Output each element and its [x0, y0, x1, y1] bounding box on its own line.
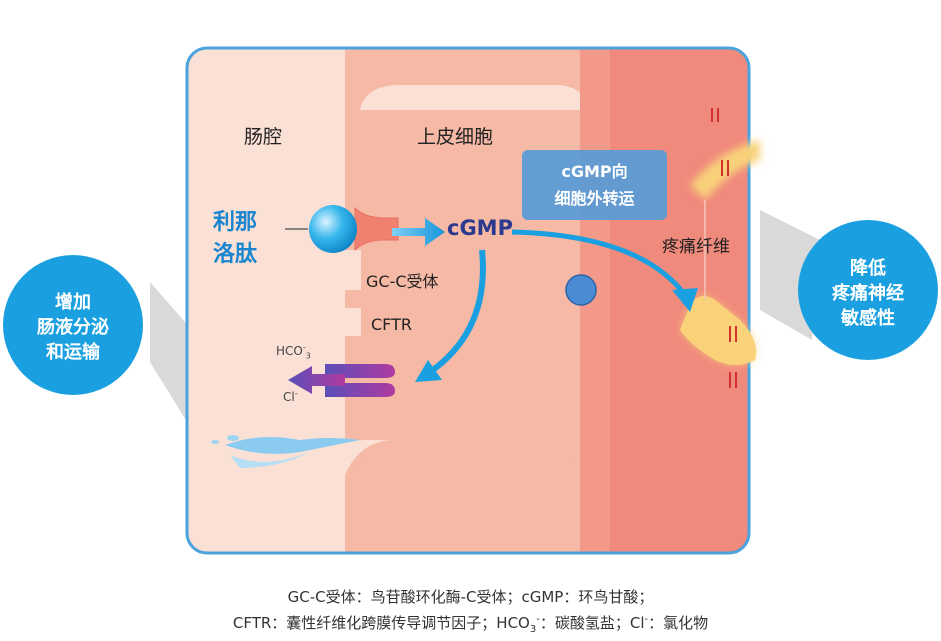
- cftr-label: CFTR: [371, 315, 412, 334]
- caption-line2: CFTR：囊性纤维化跨膜传导调节因子；HCO3-：碳酸氢盐；Cl-：氯化物: [232, 614, 709, 635]
- cl-label: Cl-: [283, 389, 298, 404]
- caption-line1: GC-C受体：鸟苷酸环化酶-C受体；cGMP：环鸟甘酸；: [287, 588, 654, 606]
- effect-right-line2: 疼痛神经: [832, 283, 904, 304]
- panel-background: [187, 48, 749, 553]
- effect-left-line1: 增加: [55, 292, 91, 313]
- panel-frame: [185, 46, 751, 555]
- hco3-label: HCO-3: [276, 343, 311, 361]
- receptor-label: GC-C受体: [366, 272, 439, 291]
- membrane-notch-cftr: [345, 308, 361, 336]
- cftr-channel-bottom: [325, 383, 395, 397]
- cgmp-transporter: [565, 274, 597, 306]
- linaclotide-molecule: [309, 205, 357, 253]
- drug-name-line1: 利那: [213, 210, 258, 235]
- nerve-ticks: [711, 108, 737, 388]
- cgmp-label: cGMP: [447, 216, 513, 240]
- arrow-cgmp-to-cftr: [428, 249, 486, 375]
- region-label-epithelium: 上皮细胞: [417, 126, 494, 148]
- membrane-notch-receptor: [345, 250, 361, 290]
- effect-right-line3: 敏感性: [841, 308, 895, 329]
- region-label-pain-fiber: 疼痛纤维: [662, 237, 730, 257]
- effect-circle-right: [798, 220, 938, 360]
- cgmp-transport-line1: cGMP向: [561, 162, 628, 181]
- effect-left-line3: 和运输: [46, 342, 100, 363]
- arrow-cgmp-transport: [511, 229, 687, 297]
- arrow-to-cgmp: [392, 218, 445, 246]
- left-callout-wedge: [150, 282, 192, 430]
- cgmp-transport-line2: 细胞外转运: [554, 189, 635, 208]
- nerve-fiber-top: [690, 140, 760, 200]
- effect-left-line2: 肠液分泌: [37, 317, 109, 338]
- cgmp-transport-callout: [522, 150, 667, 220]
- fluid-secretion: [225, 436, 360, 454]
- region-label-lumen: 肠腔: [244, 126, 283, 148]
- ion-efflux-arrow: [288, 366, 345, 394]
- effect-right-line1: 降低: [850, 258, 886, 279]
- drug-name-line2: 洛肽: [213, 242, 258, 267]
- gcc-receptor: [354, 206, 399, 252]
- effect-circle-left: [3, 255, 143, 395]
